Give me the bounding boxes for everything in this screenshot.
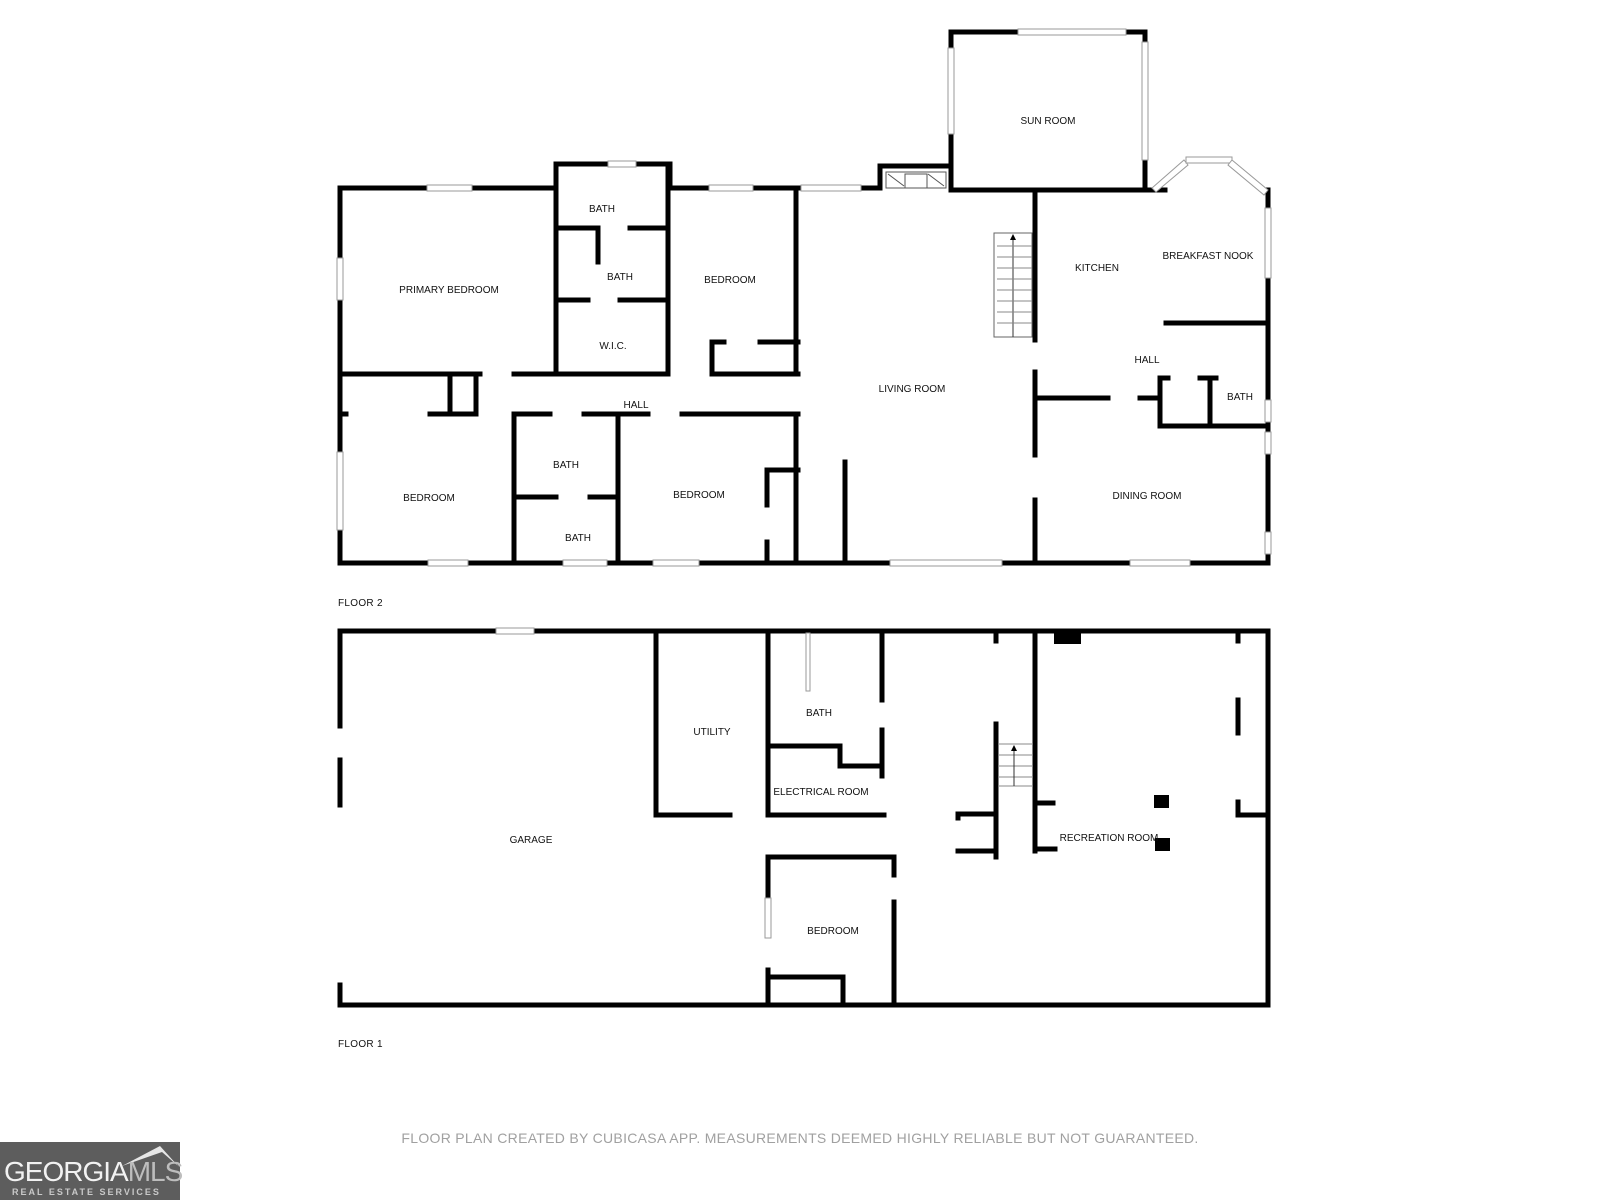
room-label-bath: BATH	[1227, 392, 1253, 403]
room-label-wic: W.I.C.	[599, 341, 626, 352]
room-label-hall: HALL	[1134, 355, 1159, 366]
floor-2-stairs	[993, 232, 1033, 338]
room-label-bedroom: BEDROOM	[704, 275, 756, 286]
logo-tagline: REAL ESTATE SERVICES	[12, 1187, 161, 1197]
room-label-recreation-room: RECREATION ROOM	[1060, 833, 1159, 844]
georgia-mls-logo: GEORGIAMLS REAL ESTATE SERVICES	[0, 1142, 184, 1200]
logo-main-text: GEORGIA	[4, 1156, 129, 1187]
room-label-living-room: LIVING ROOM	[879, 384, 946, 395]
room-label-bath: BATH	[806, 708, 832, 719]
room-label-hall: HALL	[623, 400, 648, 411]
floor-2-windows	[336, 28, 1272, 567]
floor-2-walls	[337, 29, 1271, 566]
room-label-utility: UTILITY	[693, 727, 731, 738]
floor-2-room-labels: PRIMARY BEDROOM BATH BATH W.I.C. BEDROOM…	[399, 116, 1254, 544]
room-label-bedroom: BEDROOM	[403, 493, 455, 504]
room-label-garage: GARAGE	[510, 835, 553, 846]
room-label-primary-bedroom: PRIMARY BEDROOM	[399, 285, 499, 296]
room-label-bath: BATH	[553, 460, 579, 471]
room-label-sun-room: SUN ROOM	[1021, 116, 1076, 127]
floor-1-details	[495, 627, 1170, 939]
floor-1-walls	[337, 628, 1271, 1008]
room-label-bath: BATH	[565, 533, 591, 544]
floor-1-room-labels: GARAGE UTILITY BATH ELECTRICAL ROOM BEDR…	[510, 708, 1159, 937]
room-label-bedroom: BEDROOM	[673, 490, 725, 501]
disclaimer-text: FLOOR PLAN CREATED BY CUBICASA APP. MEAS…	[401, 1130, 1199, 1146]
floor-2-label: FLOOR 2	[338, 598, 383, 609]
room-label-kitchen: KITCHEN	[1075, 263, 1119, 274]
roof-icon	[122, 1146, 178, 1166]
support-column	[1155, 838, 1170, 851]
logo-accent-text: MLS	[127, 1156, 184, 1187]
chimney-block	[1054, 633, 1081, 644]
floor-1-label: FLOOR 1	[338, 1039, 383, 1050]
room-label-bath: BATH	[607, 272, 633, 283]
support-column	[1154, 795, 1169, 808]
room-label-bedroom: BEDROOM	[807, 926, 859, 937]
room-label-bath: BATH	[589, 204, 615, 215]
room-label-electrical-room: ELECTRICAL ROOM	[773, 787, 868, 798]
room-label-dining-room: DINING ROOM	[1113, 491, 1182, 502]
logo-wordmark: GEORGIAMLS	[4, 1156, 184, 1188]
room-label-breakfast-nook: BREAKFAST NOOK	[1163, 251, 1254, 262]
